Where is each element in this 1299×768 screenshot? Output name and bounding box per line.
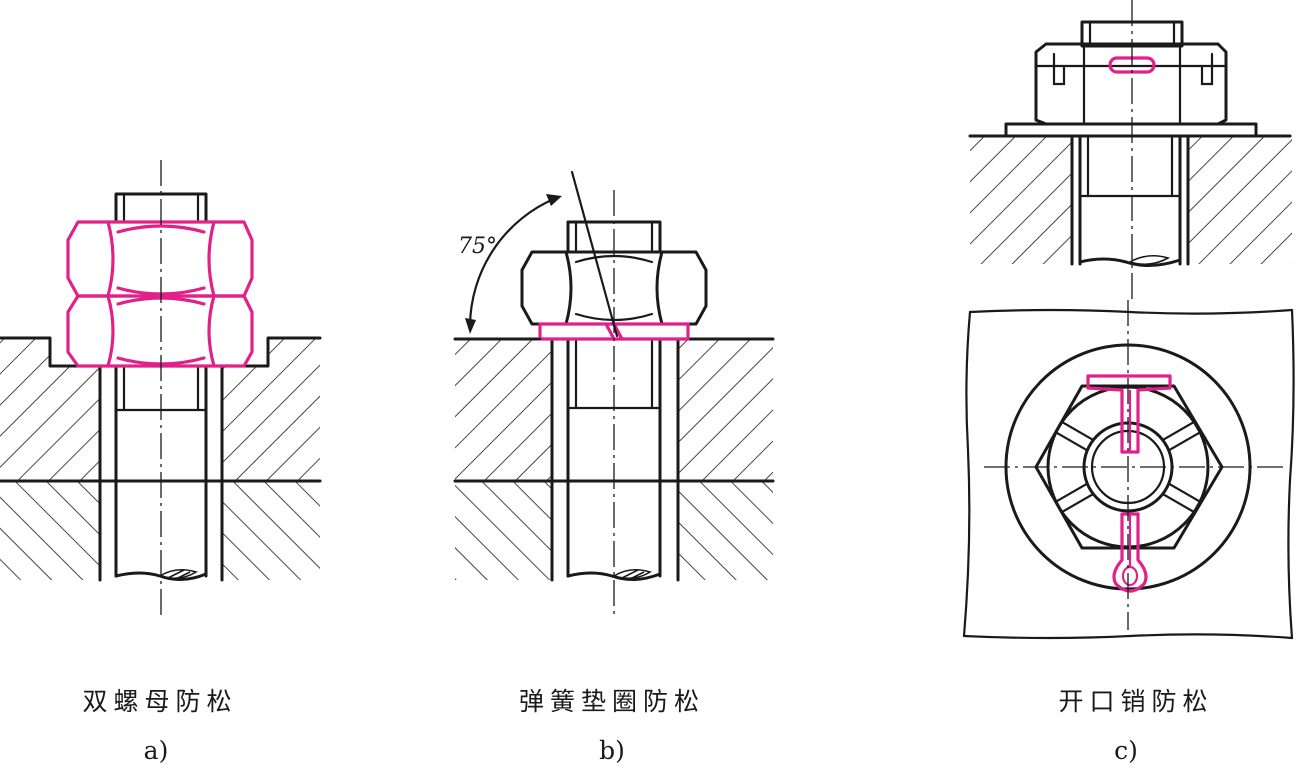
figure-c-label: c) — [1114, 736, 1138, 765]
figure-a-double-nut — [0, 160, 322, 618]
figure-b-lower-plate — [455, 482, 773, 580]
figure-b-upper-plate — [455, 340, 773, 480]
figure-c-slotted-nut-side — [1034, 20, 1228, 126]
figure-b-angle-label: 75° — [458, 234, 497, 259]
figure-c-caption: 开口销防松 — [1058, 687, 1214, 716]
figure-b-angle-indicator — [465, 170, 619, 341]
figure-c-bolt — [1078, 134, 1182, 267]
figure-c-pin — [1086, 374, 1172, 593]
figure-b-spring-washer — [453, 170, 775, 618]
figure-c-nut-slots — [1054, 420, 1202, 514]
figure-a-lower-nut — [66, 294, 254, 368]
figure-b-caption: 弹簧垫圈防松 — [518, 687, 706, 716]
figure-b-bolt — [566, 220, 662, 581]
figure-a-upper-nut — [66, 220, 254, 298]
figure-a-label: a) — [143, 736, 169, 765]
figure-b-label: b) — [599, 736, 625, 765]
figure-a-upper-plate-left — [0, 338, 100, 480]
figure-a-caption: 双螺母防松 — [82, 687, 238, 716]
figure-c-plate — [970, 136, 1292, 264]
figure-a-lower-plate — [0, 482, 320, 580]
figure-c-cotter-pin — [962, 0, 1295, 640]
figure-c-top-view — [962, 300, 1295, 640]
figure-c-washer — [1004, 122, 1258, 138]
figure-a-upper-plate-right — [222, 338, 320, 480]
